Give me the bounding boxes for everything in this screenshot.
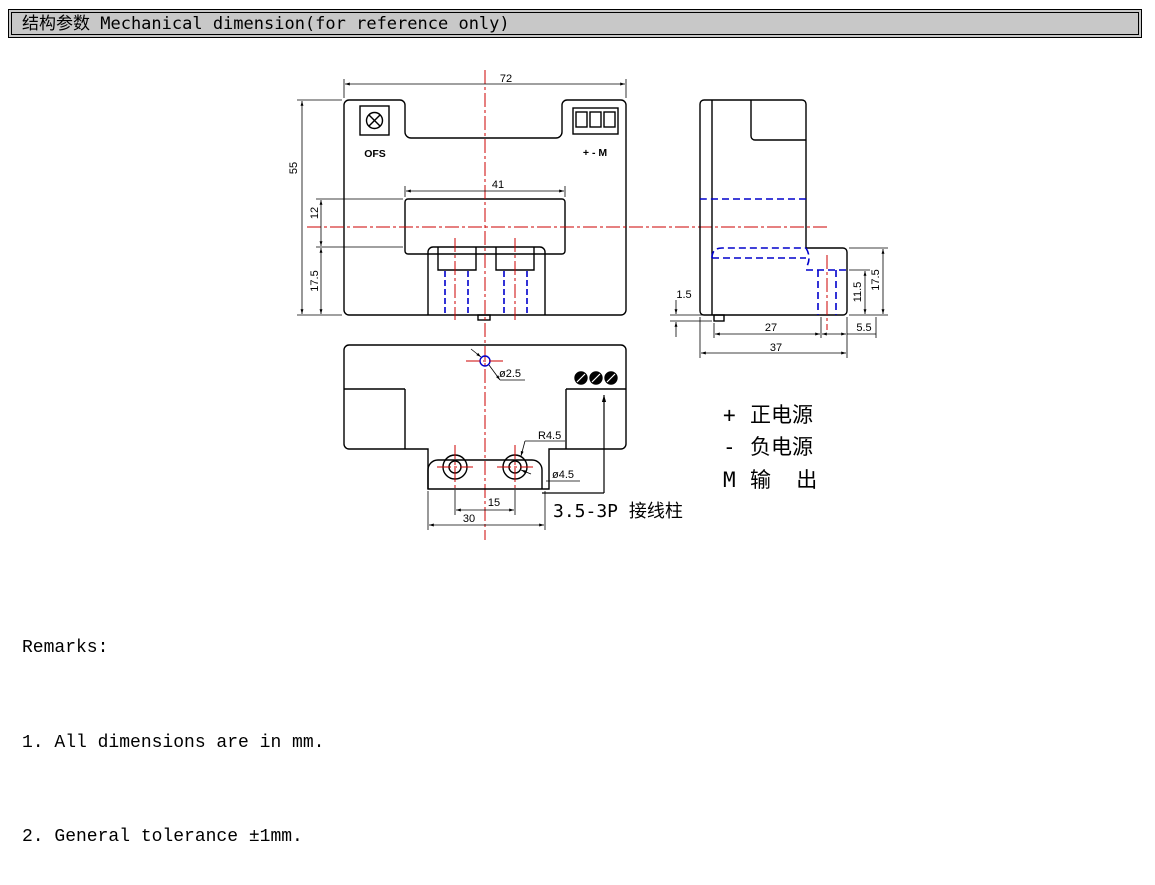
ofs-label: OFS [364,148,386,160]
dim-hole-2-5: ø2.5 [499,368,521,380]
dim-12: 12 [309,207,321,219]
side-hidden-lines [700,198,847,315]
dim-41: 41 [492,179,504,191]
front-terminal-block [572,107,619,135]
dim-1-5: 1.5 [676,289,691,301]
legend-symbol-minus: - [723,435,736,459]
dim-hole-4-5: ø4.5 [552,469,574,481]
dim-15: 15 [488,497,500,509]
side-view [699,99,848,322]
pin-legend: + 正电源 - 负电源 M 输 出 [723,403,817,492]
front-dimensions [297,79,627,316]
dim-r4-5: R4.5 [538,430,561,442]
ofs-pot [359,105,390,136]
terminal-label: 3.5-3P 接线柱 [553,501,683,522]
side-dimensions [670,247,888,358]
section-title: 结构参数 Mechanical dimension(for reference … [22,14,510,34]
legend-symbol-m: M [723,468,736,492]
dim-37: 37 [770,342,782,354]
front-slot [427,246,546,315]
front-outline [343,99,627,316]
legend-text-minus: 负电源 [750,435,813,459]
section-header-frame [11,12,1139,35]
remarks-title: Remarks: [22,638,109,658]
bottom-outline [343,344,627,490]
legend-text-plus: 正电源 [750,403,813,427]
bottom-dimensions [427,348,607,530]
section-header: 结构参数 Mechanical dimension(for reference … [8,9,1142,38]
front-hidden-lines [444,271,528,315]
legend-text-m: 输 出 [750,468,817,492]
front-slot-inner [437,247,535,271]
remark-line-2: 2. General tolerance ±1mm. [22,827,303,847]
bottom-centerlines [437,360,533,490]
dim-27: 27 [765,322,777,334]
dim-55: 55 [288,162,300,174]
side-outline [699,99,848,316]
mechanical-drawing: 72 55 41 12 17.5 OFS + - M [288,70,888,540]
front-centerlines [307,70,830,540]
dim-5-5: 5.5 [856,322,871,334]
dim-17-5-front: 17.5 [309,270,321,291]
legend-symbol-plus: + [723,403,736,427]
dim-30: 30 [463,513,475,525]
dim-72: 72 [500,73,512,85]
remark-line-1: 1. All dimensions are in mm. [22,732,325,753]
dim-11-5: 11.5 [852,282,864,303]
remarks: Remarks: 1. All dimensions are in mm. 2.… [22,570,324,885]
dim-17-5-side: 17.5 [870,269,882,290]
terminal-signs: + - M [583,147,607,159]
